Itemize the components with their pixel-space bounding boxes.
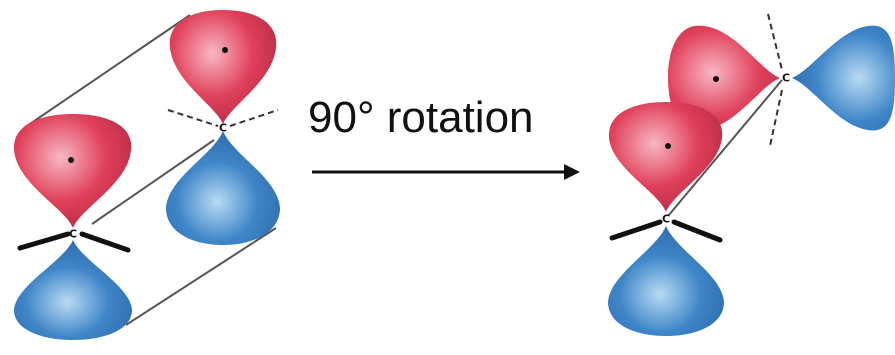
blue-lobe: [792, 25, 895, 131]
connecting-line: [125, 227, 277, 326]
carbon-label: C: [782, 72, 790, 85]
sigma-bond-wedge: [17, 231, 71, 251]
sigma-bond-wedge: [79, 231, 131, 253]
front-carbon-p-orbital: C: [13, 114, 132, 340]
sigma-bond-wedge: [671, 219, 723, 243]
connecting-line: [23, 14, 191, 129]
sigma-bond-dashed: [167, 109, 219, 127]
connecting-line: [667, 79, 783, 217]
rotated-carbon-p-orbital: C: [668, 13, 895, 147]
electron-dot: [713, 76, 719, 82]
sigma-bond-wedge: [609, 219, 663, 241]
pink-lobe: [608, 102, 723, 212]
pink-lobe: [668, 25, 780, 131]
pink-lobe: [13, 114, 132, 228]
electron-dot: [68, 157, 74, 163]
electron-dot: [665, 143, 671, 149]
electron-dot: [222, 47, 228, 53]
carbon-label: C: [69, 228, 77, 241]
sigma-bond-dashed: [229, 109, 279, 127]
rotation-caption: 90° rotation: [308, 93, 534, 142]
sigma-bond-dashed: [767, 13, 783, 71]
carbon-label: C: [662, 213, 670, 226]
blue-lobe: [608, 226, 724, 336]
blue-lobe: [14, 240, 132, 340]
right-orbital-group: C C: [608, 13, 895, 336]
blue-lobe: [166, 131, 280, 245]
pink-lobe: [169, 10, 277, 124]
right-arrow-icon: [312, 164, 580, 180]
back-carbon-p-orbital: C: [166, 10, 280, 245]
front-carbon-p-orbital: C: [608, 102, 724, 336]
carbon-label: C: [219, 122, 227, 135]
left-orbital-group: C C: [13, 10, 280, 340]
connecting-line: [91, 139, 215, 225]
sigma-bond-dashed: [769, 89, 783, 147]
